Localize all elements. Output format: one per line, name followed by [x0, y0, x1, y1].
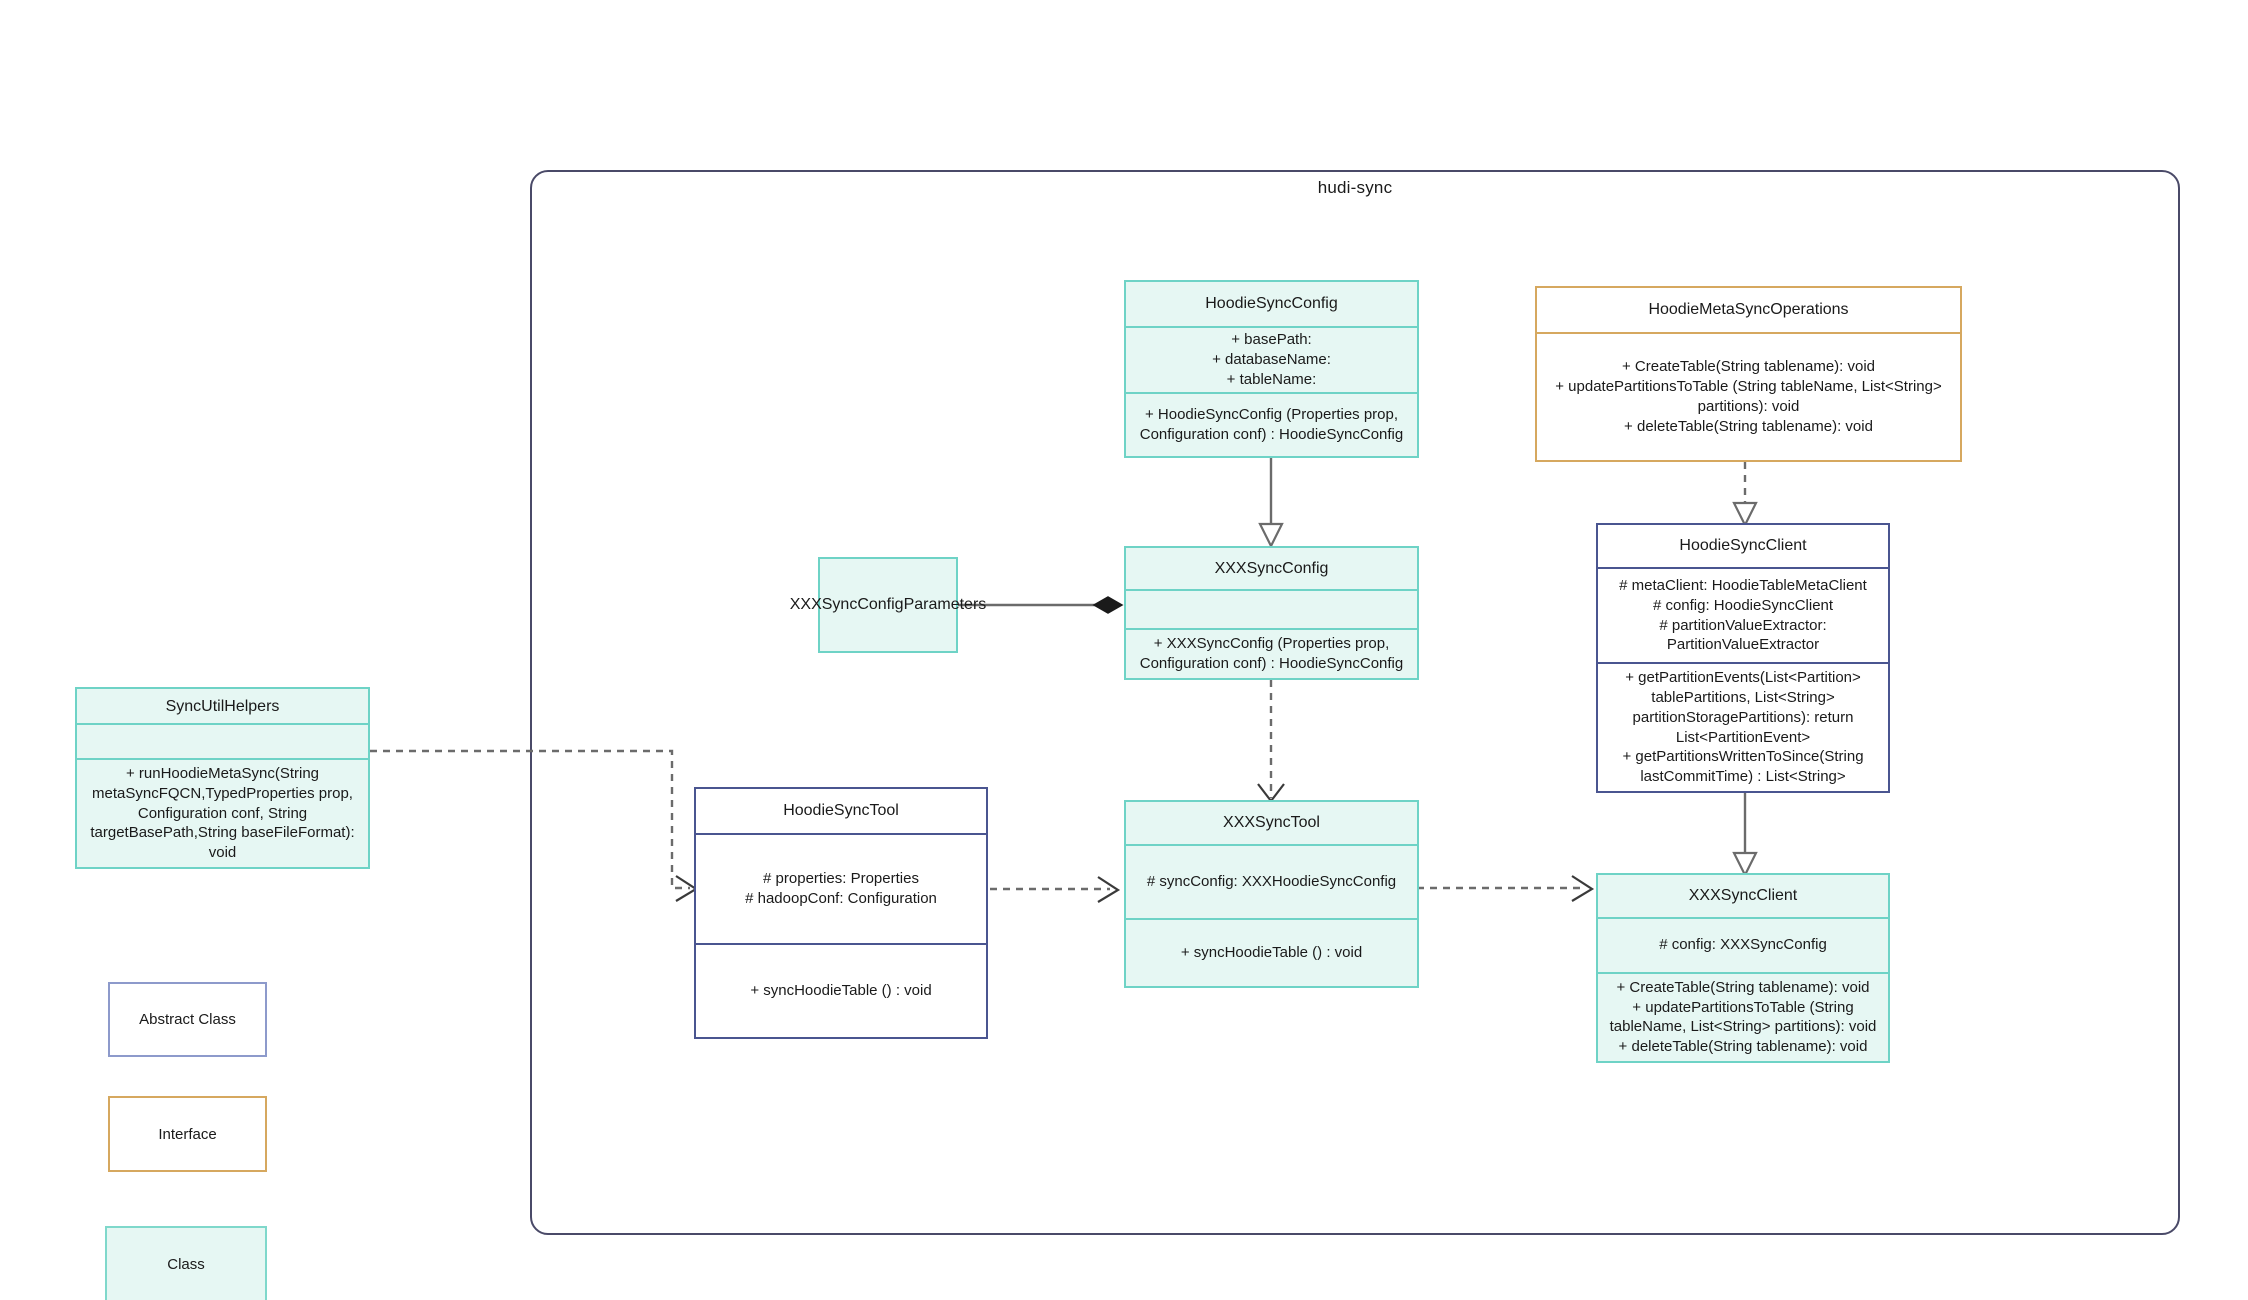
class-title: XXXSyncConfig [1214, 560, 1329, 578]
package-title: hudi-sync [1317, 178, 1393, 197]
class-operations: + syncHoodieTable () : void [1126, 918, 1417, 986]
class-attributes: # metaClient: HoodieTableMetaClient # co… [1598, 567, 1888, 662]
class-operations: + getPartitionEvents(List<Partition> tab… [1598, 662, 1888, 791]
legend-item-class: Class [105, 1226, 267, 1300]
legend-label: Abstract Class [139, 1011, 236, 1028]
class-operations: + CreateTable(String tablename): void + … [1537, 332, 1960, 460]
package-hudi-sync [530, 170, 2180, 1235]
class-xxx-sync-tool[interactable]: XXXSyncTool # syncConfig: XXXHoodieSyncC… [1124, 800, 1419, 988]
class-operations: + CreateTable(String tablename): void + … [1598, 971, 1888, 1061]
class-attributes: # syncConfig: XXXHoodieSyncConfig [1126, 844, 1417, 918]
class-attributes [1126, 589, 1417, 628]
legend-label: Class [167, 1255, 205, 1273]
class-hoodie-sync-client[interactable]: HoodieSyncClient # metaClient: HoodieTab… [1596, 523, 1890, 793]
class-hoodie-sync-tool[interactable]: HoodieSyncTool # properties: Properties … [694, 787, 988, 1039]
class-attributes [77, 723, 368, 758]
class-title: XXXSyncClient [1688, 887, 1798, 905]
class-operations: + XXXSyncConfig (Properties prop, Config… [1126, 628, 1417, 678]
class-title: HoodieMetaSyncOperations [1648, 301, 1849, 319]
class-hoodie-sync-config[interactable]: HoodieSyncConfig + basePath: + databaseN… [1124, 280, 1419, 458]
class-title: HoodieSyncTool [783, 802, 899, 820]
class-attributes: + basePath: + databaseName: + tableName: [1126, 326, 1417, 392]
class-operations: + syncHoodieTable () : void [696, 943, 986, 1037]
class-title: SyncUtilHelpers [165, 697, 280, 715]
class-attributes: # config: XXXSyncConfig [1598, 916, 1888, 972]
class-xxx-sync-client[interactable]: XXXSyncClient # config: XXXSyncConfig + … [1596, 873, 1890, 1063]
legend-label: Interface [158, 1125, 217, 1143]
class-title: HoodieSyncConfig [1205, 295, 1338, 313]
class-hoodie-meta-sync-operations[interactable]: HoodieMetaSyncOperations + CreateTable(S… [1535, 286, 1962, 462]
legend-item-abstract-class: Abstract Class [108, 982, 267, 1057]
class-operations: + runHoodieMetaSync(String metaSyncFQCN,… [77, 758, 368, 867]
legend-item-interface: Interface [108, 1096, 267, 1172]
class-title: HoodieSyncClient [1679, 537, 1807, 555]
class-title: XXXSyncTool [1223, 814, 1320, 832]
class-title: XXXSyncConfigParameters [789, 596, 987, 614]
class-xxx-sync-config-parameters[interactable]: XXXSyncConfigParameters [789, 557, 987, 653]
class-xxx-sync-config[interactable]: XXXSyncConfig + XXXSyncConfig (Propertie… [1124, 546, 1419, 680]
class-attributes: # properties: Properties # hadoopConf: C… [696, 833, 986, 943]
class-sync-util-helpers[interactable]: SyncUtilHelpers + runHoodieMetaSync(Stri… [75, 687, 370, 869]
class-operations: + HoodieSyncConfig (Properties prop, Con… [1126, 392, 1417, 456]
